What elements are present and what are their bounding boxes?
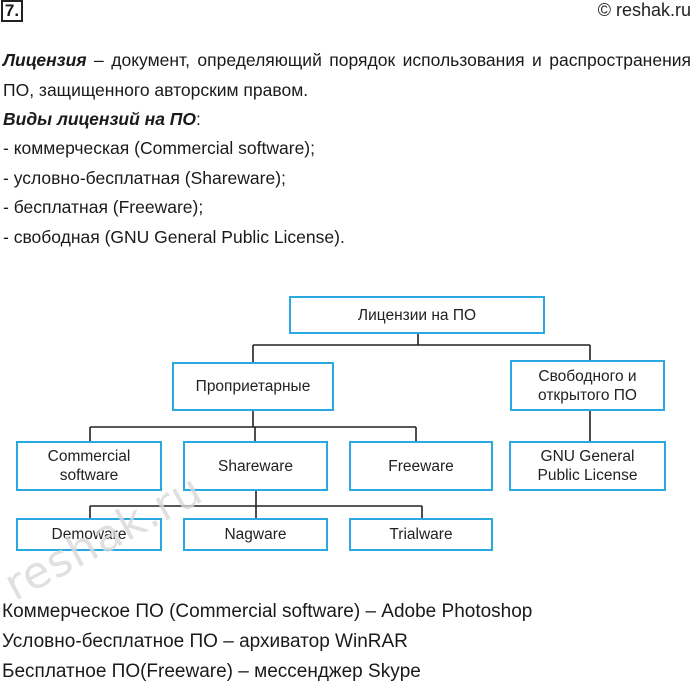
example-item: Условно-бесплатное ПО – архиватор WinRAR: [2, 631, 408, 652]
examples: Коммерческое ПО (Commercial software) – …: [2, 597, 532, 687]
kinds-list: - коммерческая (Commercial software); - …: [3, 134, 345, 252]
node-shareware: Shareware: [183, 441, 328, 491]
node-gnu: GNU General Public License: [509, 441, 666, 491]
list-item: - свободная (GNU General Public License)…: [3, 226, 345, 247]
node-commercial: Commercial software: [16, 441, 162, 491]
definition-text: – документ, определяющий порядок использ…: [3, 50, 691, 100]
copyright: © reshak.ru: [597, 0, 691, 20]
kinds-title: Виды лицензий на ПО: [3, 109, 197, 129]
kinds-heading: Виды лицензий на ПО:: [3, 104, 691, 134]
license-definition: Лицензия – документ, определяющий порядо…: [3, 45, 691, 105]
node-proprietary: Проприетарные: [172, 362, 334, 411]
node-demoware: Demoware: [16, 518, 162, 551]
list-item: - условно-бесплатная (Shareware);: [3, 167, 286, 188]
node-root: Лицензии на ПО: [289, 296, 545, 334]
definition-term: Лицензия: [3, 50, 87, 70]
kinds-colon: :: [196, 109, 201, 129]
list-item: - бесплатная (Freeware);: [3, 197, 204, 217]
node-nagware: Nagware: [183, 518, 328, 551]
list-item: - коммерческая (Commercial software);: [3, 138, 315, 158]
example-item: Коммерческое ПО (Commercial software) – …: [2, 601, 533, 622]
node-free-open: Свободного и открытого ПО: [510, 360, 665, 411]
example-item: Бесплатное ПО(Freeware) – мессенджер Sky…: [2, 661, 421, 682]
node-freeware: Freeware: [349, 441, 493, 491]
task-number: 7.: [1, 0, 23, 22]
node-trialware: Trialware: [349, 518, 493, 551]
